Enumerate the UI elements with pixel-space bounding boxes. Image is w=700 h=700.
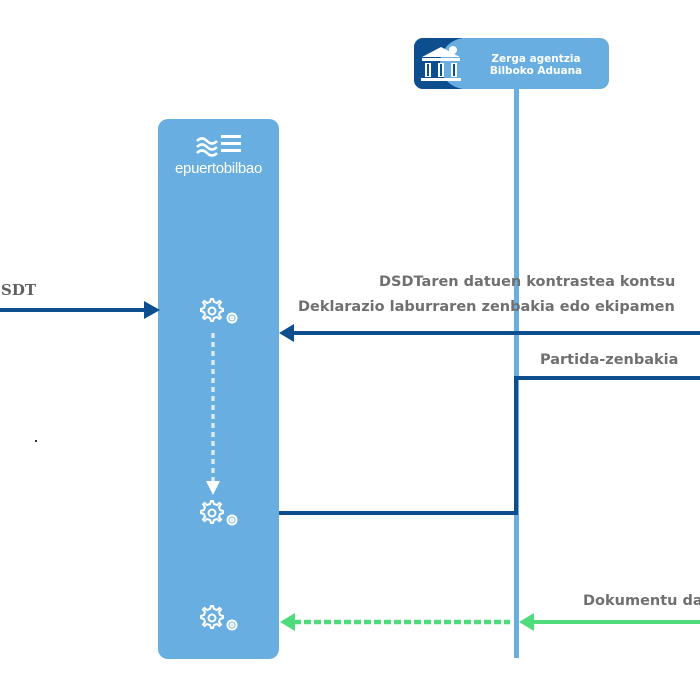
customs-title-line1: Zerga agentzia — [491, 53, 581, 65]
waves-logo-icon — [196, 135, 241, 157]
internal-flow-arrow — [206, 333, 220, 495]
port-lane — [158, 119, 279, 659]
customs-title: Zerga agentzia Bilboko Aduana — [466, 53, 606, 77]
item-number-label: Partida-zenbakia — [540, 352, 679, 368]
stray-dot — [35, 440, 37, 442]
government-building-icon — [421, 46, 461, 81]
document-arrow-dashed — [280, 613, 510, 631]
port-logo-text: epuertobilbao — [174, 160, 262, 177]
customs-title-line2: Bilboko Aduana — [489, 65, 583, 77]
gears-icon — [200, 298, 238, 324]
sdt-arrow — [0, 301, 160, 319]
gears-icon — [200, 605, 238, 631]
customs-lifeline — [514, 89, 519, 658]
document-arrow-solid — [519, 613, 700, 631]
sdt-label: SDT — [1, 281, 37, 299]
declaration-number-label: Deklarazio laburraren zenbakia edo ekipa… — [298, 299, 675, 315]
document-label: Dokumentu da — [583, 593, 700, 609]
item-number-connector — [279, 376, 700, 515]
declaration-number-arrow — [279, 324, 700, 342]
dsd-contrast-label: DSDTaren datuen kontrastea kontsu — [379, 274, 676, 290]
gears-icon — [200, 500, 238, 526]
